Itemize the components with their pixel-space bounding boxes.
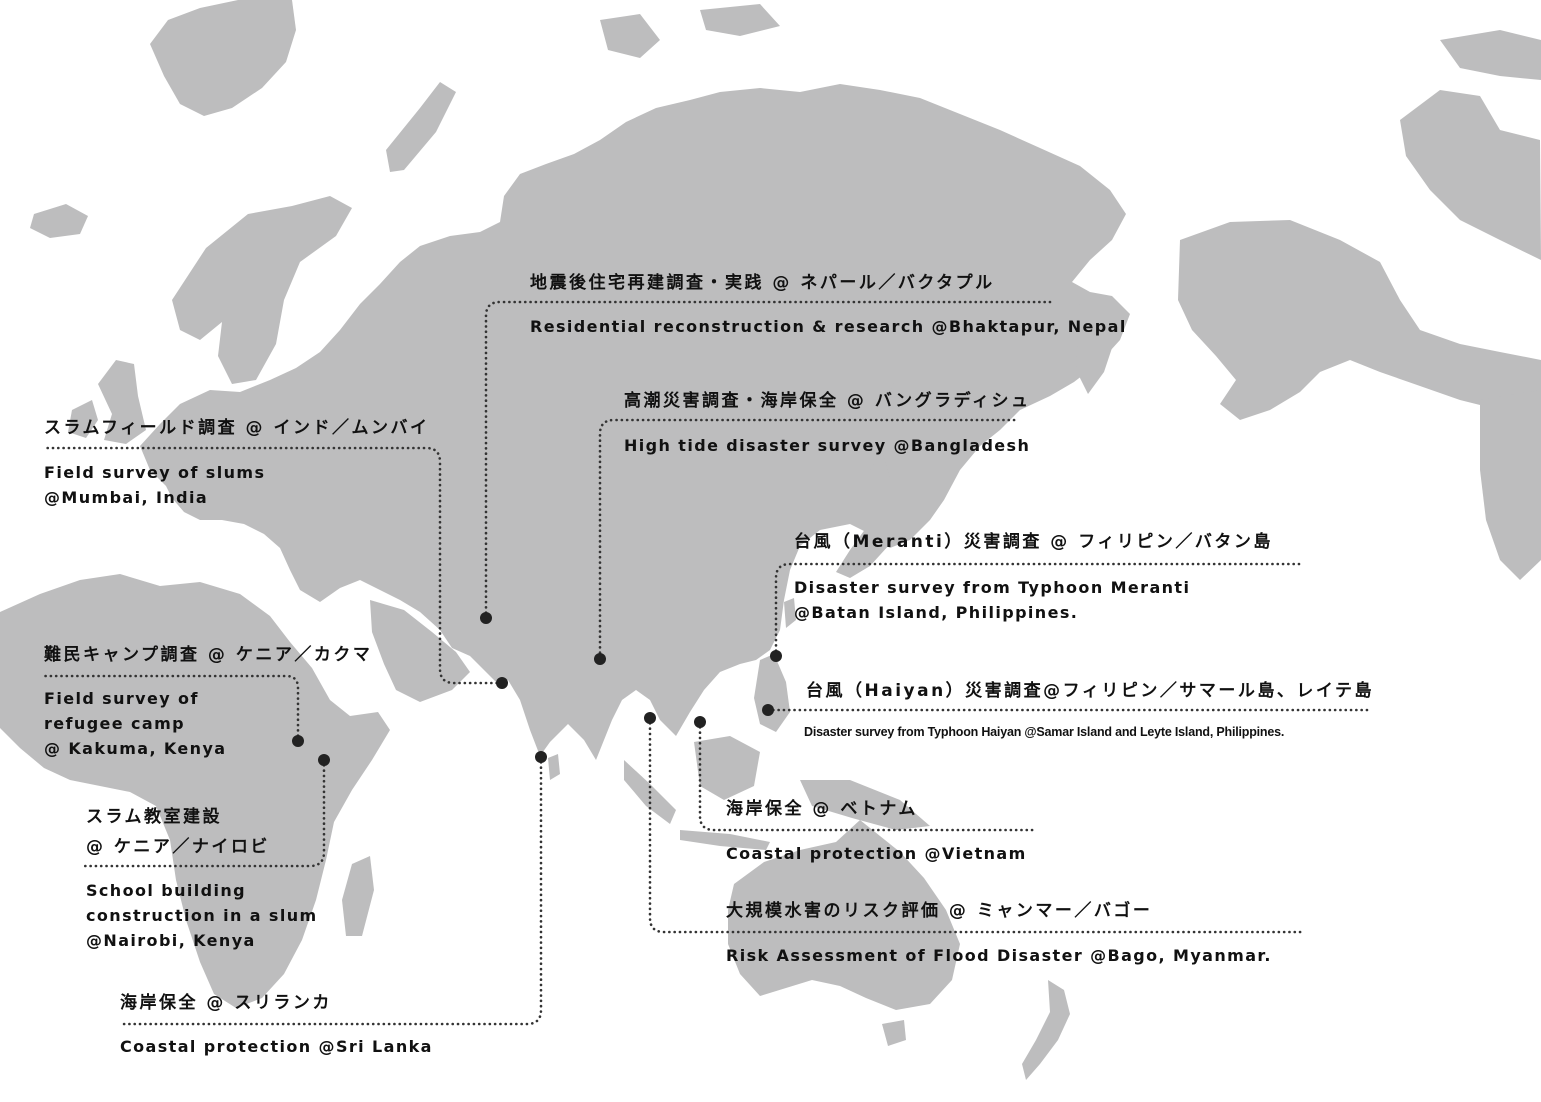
leader-nepal (484, 300, 1052, 620)
location-markers (292, 612, 782, 766)
marker-nepal[interactable] (480, 612, 492, 624)
land-ireland (68, 400, 98, 438)
label-haiyan-jp: 台風（Haiyan）災害調査@フィリピン／サマール島、レイテ島 (806, 681, 1375, 701)
land-borneo (694, 736, 760, 800)
marker-haiyan[interactable] (762, 704, 774, 716)
land-scandinavia (172, 196, 352, 384)
land-canada-north (1400, 90, 1541, 260)
marker-srilanka[interactable] (535, 751, 547, 763)
label-myanmar-en: Risk Assessment of Flood Disaster @Bago,… (726, 946, 1272, 965)
label-nepal-en: Residential reconstruction & research @B… (530, 317, 1127, 336)
land-java (680, 830, 770, 850)
leader-mumbai (42, 446, 504, 685)
marker-kakuma[interactable] (292, 735, 304, 747)
label-mumbai-en: Field survey of slums @Mumbai, India (44, 463, 266, 507)
land-north-america (1480, 390, 1541, 580)
label-myanmar-jp: 大規模水害のリスク評価 @ ミャンマー／バゴー (726, 901, 1153, 921)
land-tasmania (882, 1020, 906, 1046)
label-nairobi-en: School building construction in a slum @… (86, 881, 318, 950)
leader-lines (42, 300, 1372, 1026)
land-japan (836, 450, 902, 578)
land-arctic-top (1440, 30, 1541, 80)
land-britain (98, 360, 146, 444)
label-bangladesh-jp: 高潮災害調査・海岸保全 @ バングラディシュ (624, 391, 1031, 411)
marker-nairobi[interactable] (318, 754, 330, 766)
land-novaya-zemlya (386, 82, 456, 172)
marker-meranti[interactable] (770, 650, 782, 662)
leader-srilanka (118, 755, 543, 1026)
label-haiyan-en: Disaster survey from Typhoon Haiyan @Sam… (804, 725, 1285, 739)
label-vietnam-en: Coastal protection @Vietnam (726, 844, 1027, 863)
land-newzealand (1022, 980, 1070, 1080)
label-srilanka-jp: 海岸保全 @ スリランカ (120, 993, 332, 1013)
marker-vietnam[interactable] (694, 716, 706, 728)
land-arabia (370, 600, 470, 702)
label-kakuma-jp: 難民キャンプ調査 @ ケニア／カクマ (44, 645, 373, 665)
land-africa (0, 574, 390, 1008)
label-meranti-en: Disaster survey from Typhoon Meranti @Ba… (794, 578, 1191, 622)
land-iceland (30, 204, 88, 238)
land-franz-josef (700, 4, 780, 36)
land-kamchatka (1076, 296, 1118, 394)
land-australia (728, 820, 960, 1010)
leader-vietnam (698, 720, 1036, 832)
land-svalbard (600, 14, 660, 58)
land-hokkaido (884, 408, 914, 444)
land-madagascar (342, 856, 374, 936)
leader-myanmar (648, 716, 1306, 934)
label-nepal-jp: 地震後住宅再建調査・実践 @ ネパール／バクタプル (530, 273, 995, 293)
land-alaska (1178, 220, 1541, 420)
label-srilanka-en: Coastal protection @Sri Lanka (120, 1037, 433, 1056)
land-philippines (754, 654, 790, 732)
land-srilanka (548, 754, 560, 780)
land-newguinea (800, 780, 930, 830)
marker-mumbai[interactable] (496, 677, 508, 689)
land-greenland (150, 0, 296, 116)
label-nairobi-jp: スラム教室建設 @ ケニア／ナイロビ (86, 807, 270, 857)
label-meranti-jp: 台風（Meranti）災害調査 @ フィリピン／バタン島 (794, 532, 1273, 552)
leader-kakuma (42, 674, 300, 743)
land-taiwan (784, 598, 796, 628)
label-mumbai-jp: スラムフィールド調査 @ インド／ムンバイ (44, 418, 430, 438)
marker-bangladesh[interactable] (594, 653, 606, 665)
land-eurasia (140, 84, 1130, 760)
marker-myanmar[interactable] (644, 712, 656, 724)
label-bangladesh-en: High tide disaster survey @Bangladesh (624, 436, 1031, 455)
label-vietnam-jp: 海岸保全 @ ベトナム (726, 799, 918, 819)
leader-meranti (774, 562, 1302, 658)
label-kakuma-en: Field survey of refugee camp @ Kakuma, K… (44, 689, 227, 758)
land-sakhalin (878, 336, 894, 410)
